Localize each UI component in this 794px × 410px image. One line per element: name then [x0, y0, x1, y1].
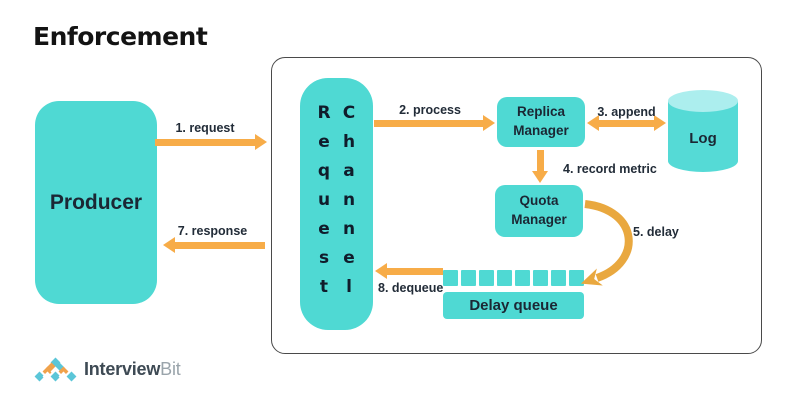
replica-manager-node: Replica Manager — [497, 97, 585, 147]
delay-queue-cell — [569, 270, 584, 286]
delay-queue-cell — [551, 270, 566, 286]
append-arrow-label: 3. append — [597, 105, 656, 119]
request-channel-word-request: Request — [314, 102, 334, 306]
delay-queue-cell — [497, 270, 512, 286]
replica-manager-label-line2: Manager — [513, 123, 569, 138]
brand-wordmark: InterviewBit — [84, 359, 181, 380]
producer-label: Producer — [49, 190, 143, 214]
interviewbit-brand: InterviewBit — [34, 357, 181, 382]
record-metric-arrow — [532, 150, 548, 183]
process-arrow — [374, 114, 495, 131]
page-title: Enforcement — [33, 22, 208, 51]
record-metric-arrow-label: 4. record metric — [563, 162, 657, 176]
response-arrow — [163, 236, 265, 253]
delay-curve-arrow — [581, 200, 633, 286]
delay-queue-label: Delay queue — [469, 297, 558, 314]
append-arrow — [587, 114, 666, 131]
delay-queue-cell — [533, 270, 548, 286]
producer-node: Producer — [35, 101, 157, 304]
brand-primary-text: Interview — [83, 359, 161, 379]
delay-queue-cell — [461, 270, 476, 286]
dequeue-arrow-label: 8. dequeue — [378, 281, 444, 295]
request-channel-node: Request Channel — [300, 78, 373, 330]
replica-manager-label-line1: Replica — [516, 104, 566, 120]
delay-queue-cell — [479, 270, 494, 286]
delay-arrow-label: 5. delay — [633, 225, 679, 239]
quota-manager-node: Quota Manager — [495, 185, 583, 237]
log-cylinder-top — [668, 90, 738, 112]
interviewbit-logo-icon — [34, 357, 77, 382]
process-arrow-label: 2. process — [399, 103, 461, 117]
quota-manager-label-line1: Quota — [519, 193, 559, 209]
brand-secondary-text: Bit — [160, 359, 181, 379]
request-arrow-label: 1. request — [175, 121, 235, 135]
delay-queue-node: Delay queue — [443, 292, 584, 319]
log-label: Log — [689, 129, 717, 147]
request-channel-word-channel: Channel — [339, 102, 359, 306]
response-arrow-label: 7. response — [177, 224, 248, 238]
delay-queue-cells — [443, 270, 584, 286]
delay-queue-cell — [515, 270, 530, 286]
log-database-node: Log — [668, 90, 738, 172]
delay-queue-cell — [443, 270, 458, 286]
dequeue-arrow — [375, 262, 443, 279]
quota-manager-label-line2: Manager — [511, 212, 567, 227]
request-arrow — [155, 133, 267, 150]
